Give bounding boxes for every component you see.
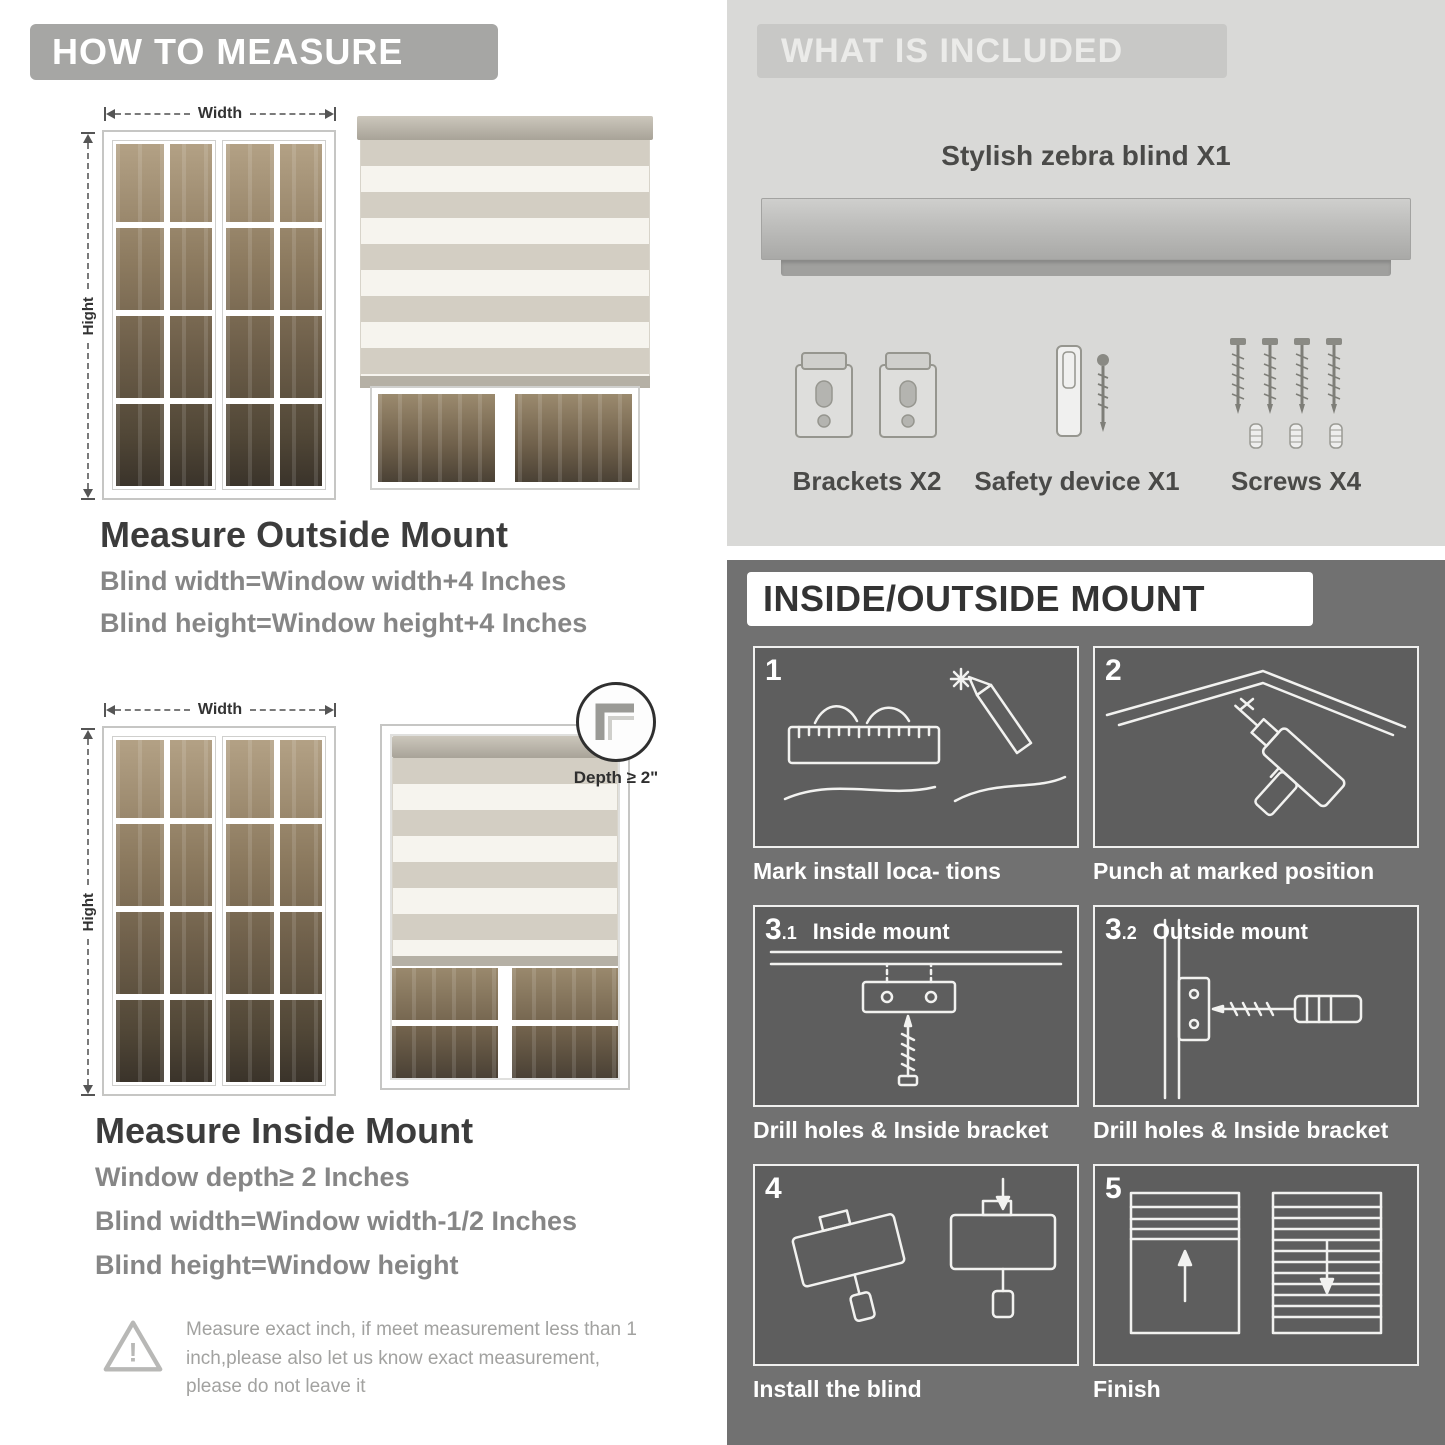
depth-magnifier-circle (576, 682, 656, 762)
width-arrow: Width (104, 700, 336, 720)
depth-callout: Depth ≥ 2" (560, 682, 672, 788)
zebra-blind-illustration-inside (380, 724, 630, 1090)
mount-step-5: 5 Finish (1093, 1164, 1419, 1403)
arrow-line (250, 709, 325, 711)
window-sash-right (223, 141, 325, 489)
measurement-warning: ! Measure exact inch, if meet measuremen… (100, 1316, 638, 1402)
mount-step-3-1: 3.1 Inside mount Dril (753, 905, 1079, 1144)
blind-stripes (360, 140, 650, 376)
blind-item-label: Stylish zebra blind X1 (941, 140, 1231, 171)
outside-mount-formula-width: Blind width=Window width+4 Inches (100, 566, 567, 596)
window-frame (102, 726, 336, 1096)
included-items-row: Brackets X2 Safety device X1 (767, 326, 1405, 497)
blind-headrail (392, 736, 618, 758)
what-is-included-header: WHAT IS INCLUDED (757, 24, 1227, 78)
mount-instructions-section: INSIDE/OUTSIDE MOUNT 1 (727, 560, 1445, 1445)
window-illustration-inside: Width Hight (78, 696, 336, 1097)
what-is-included-title: WHAT IS INCLUDED (781, 31, 1124, 70)
what-is-included-section: WHAT IS INCLUDED Stylish zebra blind X1 (727, 0, 1445, 546)
mount-step-2: 2 (1093, 646, 1419, 885)
mount-steps-grid: 1 Mark install loca- tions (753, 646, 1419, 1403)
arrow-line (87, 939, 89, 1086)
arrow-line (87, 143, 89, 289)
depth-label: Depth ≥ 2" (573, 768, 659, 787)
safety-device-icon (1056, 345, 1109, 437)
warning-text: Measure exact inch, if meet measurement … (186, 1319, 637, 1397)
arrow-line (115, 709, 190, 711)
arrow-line (87, 343, 89, 490)
how-to-measure-title: HOW TO MEASURE (52, 31, 404, 72)
width-arrow: Width (104, 104, 336, 124)
inside-mount-formula-height: Blind height=Window height (95, 1250, 459, 1280)
height-label: Hight (79, 892, 97, 932)
brackets-label: Brackets X2 (792, 466, 942, 496)
height-arrow: Hight (78, 132, 98, 501)
drill-ceiling-icon (1095, 648, 1417, 846)
window-illustration-outside: Width Hight (78, 100, 336, 501)
measure-mark-icon (755, 648, 1077, 846)
step-caption: Install the blind (753, 1376, 922, 1402)
window-frame (102, 130, 336, 500)
inside-mount-formula-width: Blind width=Window width-1/2 Inches (95, 1206, 578, 1236)
brackets-icon (795, 352, 937, 438)
step-caption: Mark install loca- tions (753, 858, 1001, 884)
included-item-safety-device: Safety device X1 (967, 326, 1187, 497)
screws-icon (1228, 336, 1344, 449)
inside-mount-depth-rule: Window depth≥ 2 Inches (95, 1162, 410, 1192)
blind-headrail-lip (781, 260, 1391, 276)
blind-headrail-illustration (761, 198, 1411, 260)
blind-bottom-rail (392, 956, 618, 966)
step-caption: Drill holes & Inside bracket (753, 1117, 1049, 1143)
window-behind-blind (371, 388, 639, 488)
window-corner-icon (595, 703, 634, 740)
blind-bottom-rail (360, 376, 650, 388)
width-label: Width (197, 701, 243, 718)
inside-bracket-icon (755, 907, 1077, 1105)
warning-icon: ! (103, 1320, 163, 1372)
outside-bracket-icon (1095, 907, 1417, 1105)
screws-label: Screws X4 (1230, 466, 1362, 496)
included-item-brackets: Brackets X2 (767, 326, 967, 497)
finished-blinds-icon (1095, 1166, 1417, 1364)
height-arrow: Hight (78, 728, 98, 1097)
how-to-measure-section: HOW TO MEASURE Width Hight (0, 0, 710, 1445)
window-sash-left (113, 141, 215, 489)
arrow-line (87, 739, 89, 885)
mount-step-1: 1 Mark install loca- tions (753, 646, 1079, 885)
svg-text:!: ! (128, 1337, 137, 1368)
step-caption: Finish (1093, 1376, 1161, 1402)
mount-step-4: 4 (753, 1164, 1079, 1403)
install-blind-icon (755, 1166, 1077, 1364)
blind-headrail (357, 116, 653, 140)
step-caption: Punch at marked position (1093, 858, 1375, 884)
mount-step-3-2: 3.2 Outside mount Dri (1093, 905, 1419, 1144)
arrow-line (115, 113, 190, 115)
width-label: Width (197, 105, 243, 122)
inside-mount-title: Measure Inside Mount (95, 1110, 474, 1151)
arrow-line (250, 113, 325, 115)
how-to-measure-header: HOW TO MEASURE (30, 24, 498, 80)
safety-device-label: Safety device X1 (974, 466, 1180, 496)
window-behind-blind (392, 966, 618, 1078)
outside-mount-formula-height: Blind height=Window height+4 Inches (100, 608, 588, 638)
included-item-screws: Screws X4 (1187, 326, 1405, 497)
window-sash-left (113, 737, 215, 1085)
outside-mount-title: Measure Outside Mount (100, 514, 509, 555)
height-label: Hight (79, 296, 97, 336)
step-caption: Drill holes & Inside bracket (1093, 1117, 1389, 1143)
blind-stripes (392, 758, 618, 956)
mount-title: INSIDE/OUTSIDE MOUNT (763, 578, 1206, 619)
window-sash-right (223, 737, 325, 1085)
zebra-blind-illustration-outside (357, 116, 653, 492)
mount-header: INSIDE/OUTSIDE MOUNT (747, 572, 1313, 626)
